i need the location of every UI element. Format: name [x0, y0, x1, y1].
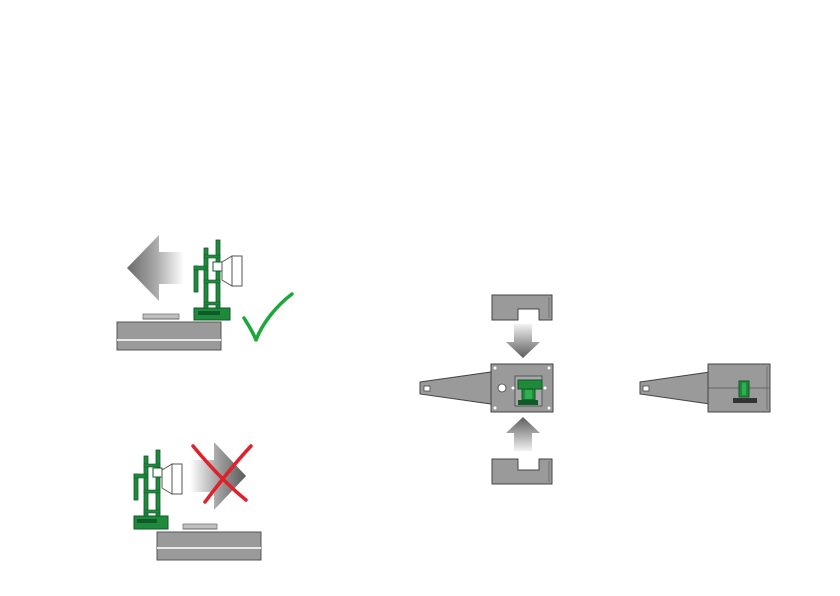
checkmark-icon	[244, 294, 292, 340]
pcb-board	[117, 322, 221, 350]
correct-panel	[117, 235, 292, 350]
pcb-board	[157, 532, 261, 560]
incorrect-panel	[134, 442, 261, 560]
assembly-panel	[420, 295, 770, 484]
press-arrow-up	[506, 417, 540, 451]
press-arrow-down	[506, 324, 540, 358]
assembled-module	[640, 364, 770, 412]
lens-cylinder	[162, 464, 182, 494]
upper-cover	[492, 295, 552, 320]
lens-cylinder	[222, 256, 242, 286]
lower-cover	[492, 459, 552, 484]
green-component	[134, 450, 168, 529]
insert-arrow-left	[127, 235, 184, 301]
connector-slot	[183, 524, 217, 529]
connector-slot	[143, 314, 179, 319]
